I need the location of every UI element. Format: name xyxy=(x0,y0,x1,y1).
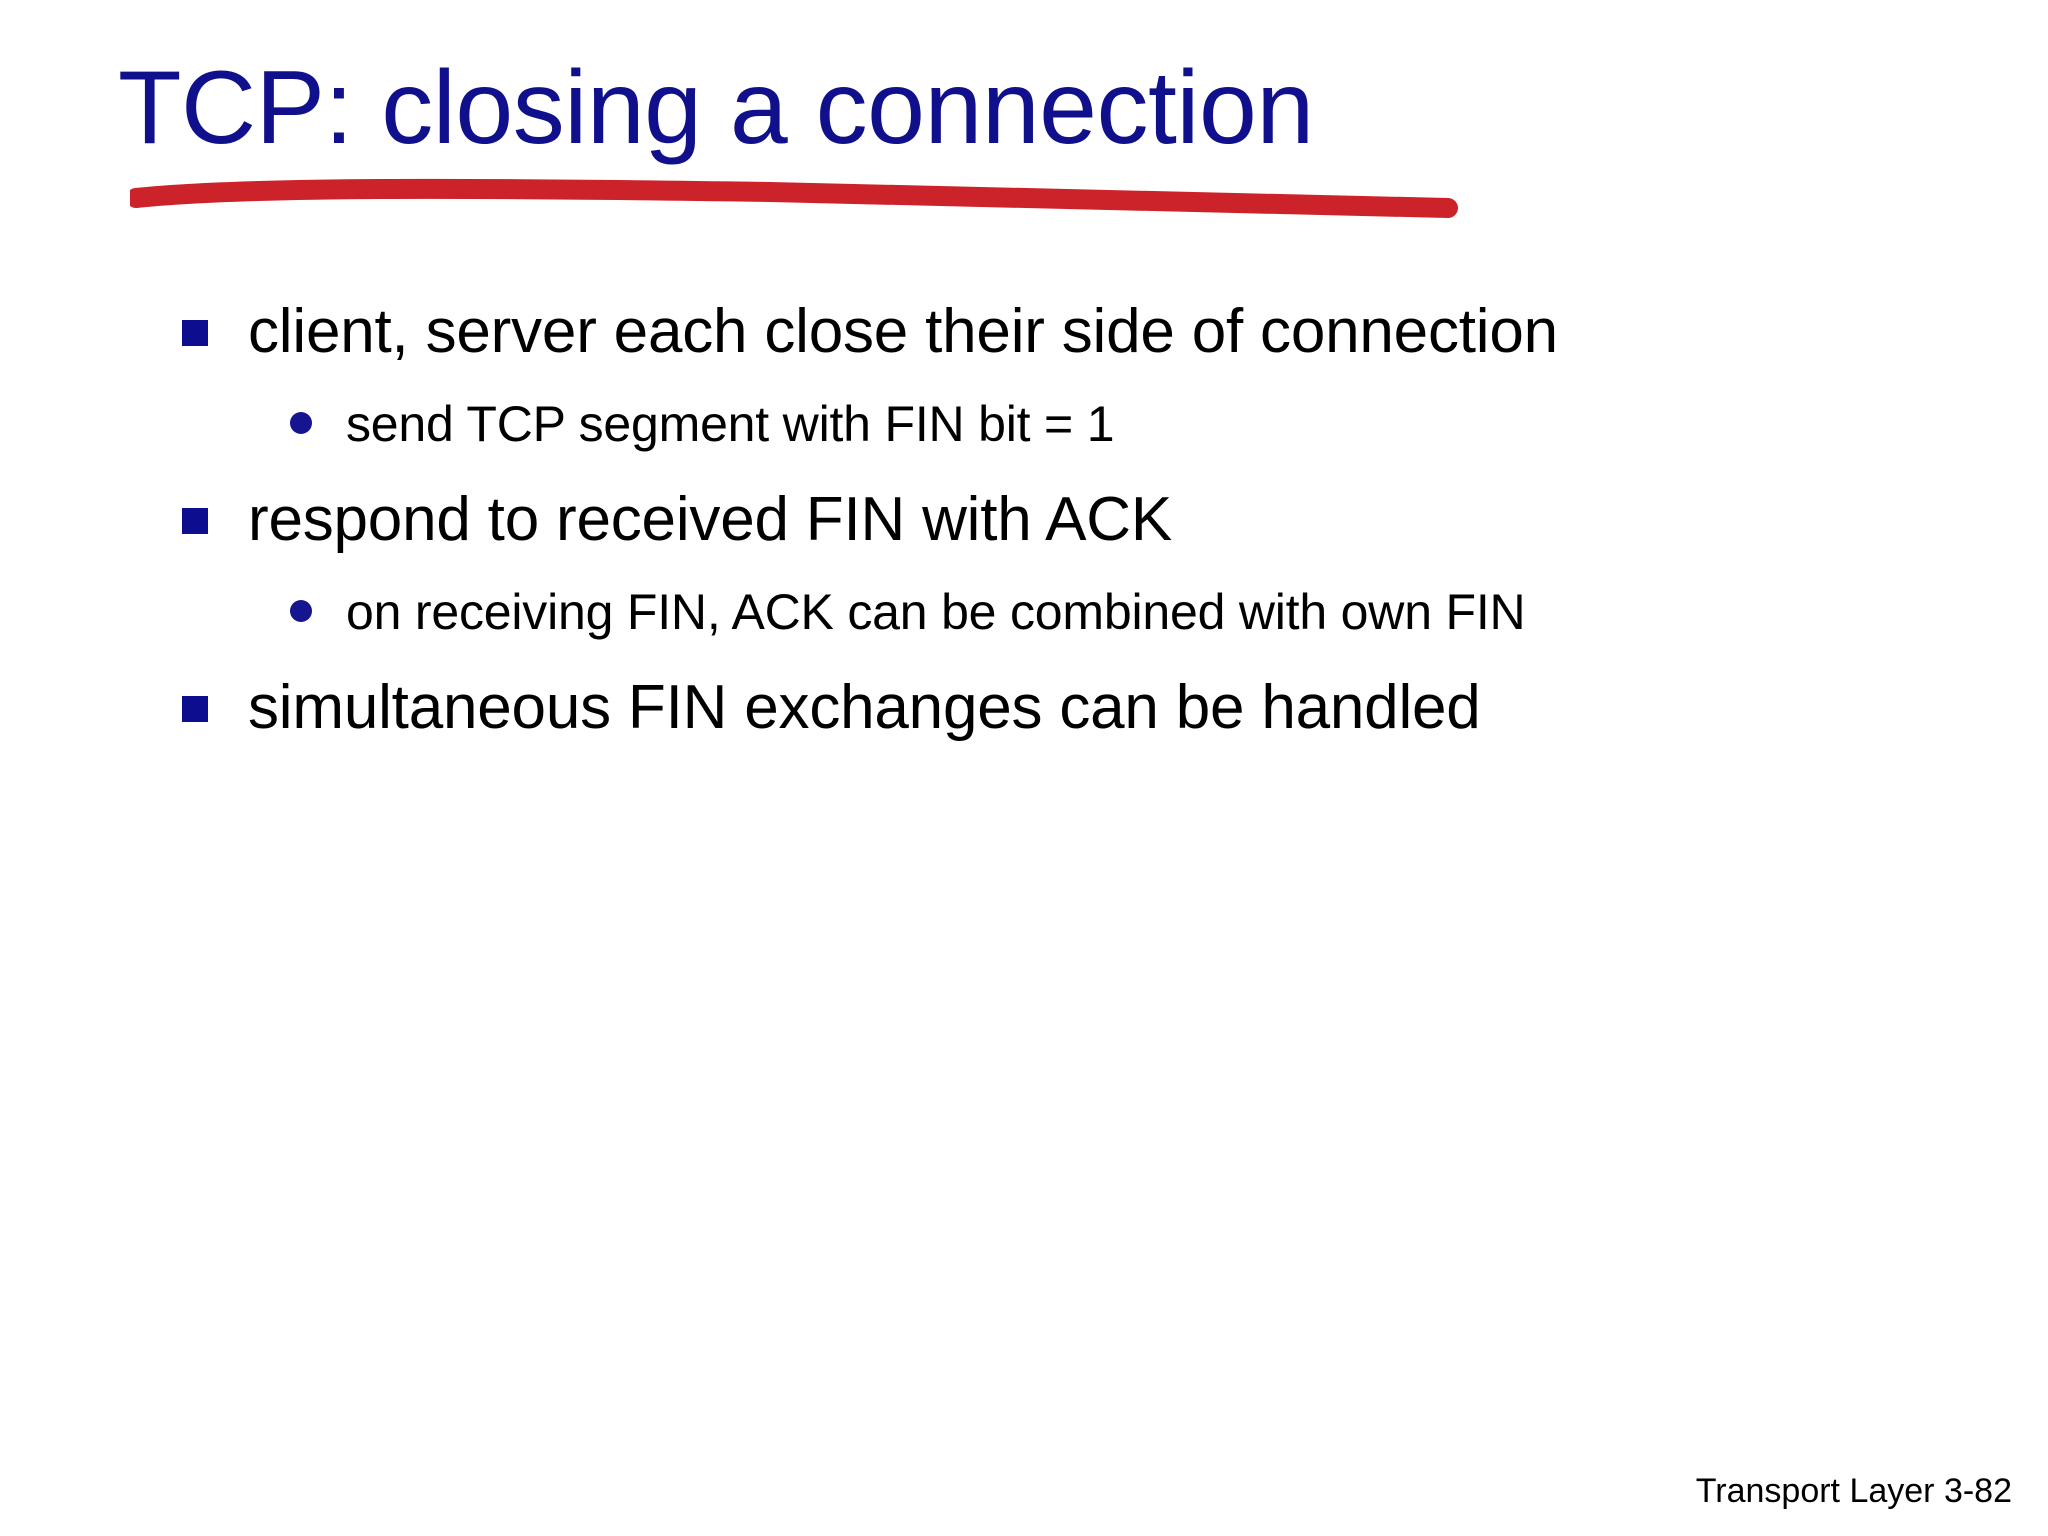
square-bullet-icon xyxy=(182,696,208,722)
bullet-text: simultaneous FIN exchanges can be handle… xyxy=(248,673,1481,742)
bullet-text: client, server each close their side of … xyxy=(248,297,1558,366)
page-title: TCP: closing a connection xyxy=(118,50,1314,166)
list-item: client, server each close their side of … xyxy=(0,286,2048,382)
square-bullet-icon xyxy=(182,320,208,346)
list-item: respond to received FIN with ACK xyxy=(0,474,2048,570)
bullet-text: send TCP segment with FIN bit = 1 xyxy=(346,396,1115,452)
bullet-list: client, server each close their side of … xyxy=(0,286,2048,758)
dot-bullet-icon xyxy=(290,600,312,622)
list-item: simultaneous FIN exchanges can be handle… xyxy=(0,662,2048,758)
square-bullet-icon xyxy=(182,508,208,534)
list-item: on receiving FIN, ACK can be combined wi… xyxy=(0,570,2048,662)
slide-footer: Transport Layer 3-82 xyxy=(1695,1472,2012,1510)
list-item: send TCP segment with FIN bit = 1 xyxy=(0,382,2048,474)
bullet-text: on receiving FIN, ACK can be combined wi… xyxy=(346,584,1526,640)
title-block: TCP: closing a connection xyxy=(118,48,1618,198)
bullet-text: respond to received FIN with ACK xyxy=(248,485,1173,554)
dot-bullet-icon xyxy=(290,412,312,434)
